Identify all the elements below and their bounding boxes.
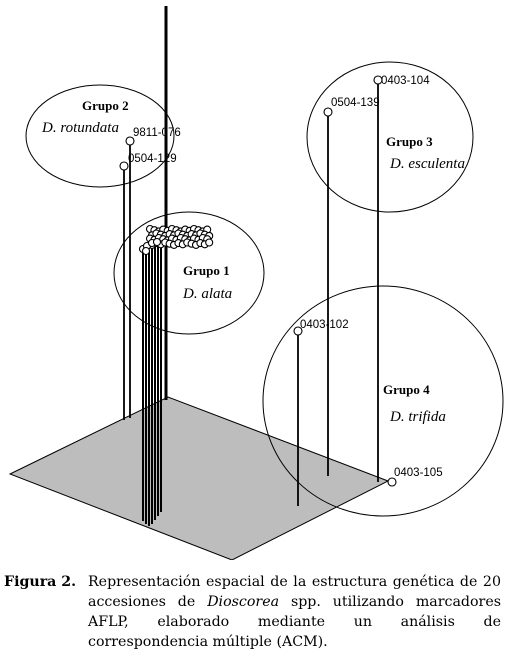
marker-0403-104 (373, 75, 383, 85)
label-0504-139: 0504-139 (331, 97, 380, 109)
marker-0504-139 (323, 107, 333, 117)
grupo-4-title: Grupo 4 (383, 382, 430, 397)
marker-0403-105 (387, 477, 397, 487)
ellipse-grupo-4 (262, 285, 504, 517)
grupo-3-species: D. esculenta (389, 156, 465, 172)
grupo-2-title: Grupo 2 (82, 98, 129, 113)
grupo-2-species: D. rotundata (41, 120, 119, 136)
caption-label: Figura 2. (4, 574, 77, 590)
cluster-marker (152, 237, 162, 247)
ellipse-grupo-1 (113, 211, 265, 335)
cluster-marker (141, 246, 151, 256)
ellipse-grupo-3 (306, 61, 474, 213)
base-plane (8, 396, 390, 560)
acm-3d-diagram: Grupo 2 D. rotundata Grupo 3 D. esculent… (8, 6, 504, 560)
grupo-4-species: D. trifida (389, 409, 446, 425)
label-0403-105: 0403-105 (394, 467, 443, 479)
label-0504-129: 0504-129 (128, 153, 177, 165)
stems (123, 6, 379, 526)
cluster-grupo-1 (138, 224, 214, 256)
caption-text-before: Representación espacial de la estructura… (88, 574, 501, 610)
grupo-3-title: Grupo 3 (386, 134, 433, 149)
grupo-1-title: Grupo 1 (183, 263, 230, 278)
caption-text-after: spp. utilizando marcadores AFLP, elabora… (88, 594, 502, 650)
ellipse-grupo-2 (25, 84, 175, 188)
grupo-1-species: D. alata (182, 286, 232, 302)
marker-0403-102 (293, 326, 303, 336)
markers (119, 75, 397, 487)
marker-0504-129 (119, 161, 129, 171)
label-0403-104: 0403-104 (381, 75, 430, 87)
marker-9811-076 (125, 136, 135, 146)
label-9811-076: 9811-076 (133, 127, 181, 139)
caption-genus: Dioscorea (207, 594, 280, 610)
caption-text: Representación espacial de la estructura… (88, 572, 501, 652)
cluster-marker (205, 238, 214, 247)
label-0403-102: 0403-102 (300, 319, 349, 331)
figure-caption: Figura 2. Representación espacial de la … (4, 572, 501, 652)
